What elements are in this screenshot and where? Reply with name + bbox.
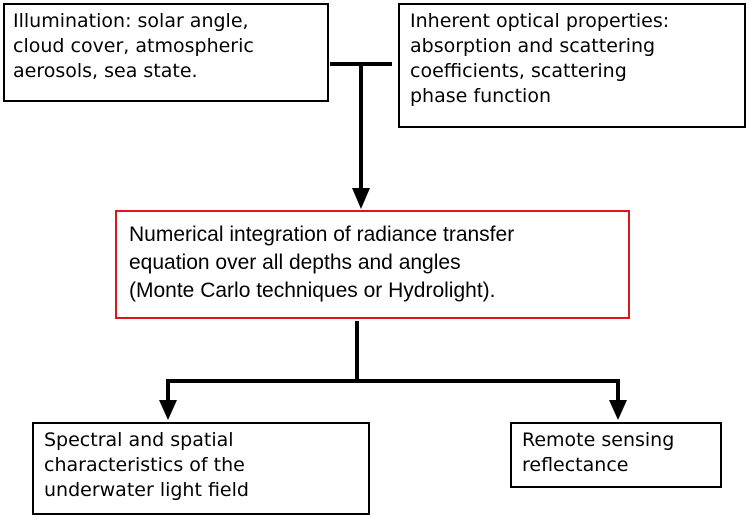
light-field-box: Spectral and spatial characteristics of … — [32, 422, 370, 515]
optical-properties-text: Inherent optical properties: absorption … — [410, 10, 670, 107]
arrowhead-to-reflectance — [609, 400, 627, 420]
reflectance-box: Remote sensing reflectance — [510, 422, 722, 488]
light-field-text: Spectral and spatial characteristics of … — [44, 429, 249, 501]
reflectance-text: Remote sensing reflectance — [522, 429, 675, 476]
arrowhead-to-light-field — [159, 400, 177, 420]
illumination-box: Illumination: solar angle, cloud cover, … — [3, 3, 329, 102]
integration-box: Numerical integration of radiance transf… — [115, 210, 630, 319]
arrowhead-to-integration — [352, 188, 370, 209]
integration-text: Numerical integration of radiance transf… — [129, 223, 515, 302]
optical-properties-box: Inherent optical properties: absorption … — [398, 3, 746, 128]
illumination-text: Illumination: solar angle, cloud cover, … — [13, 10, 254, 82]
